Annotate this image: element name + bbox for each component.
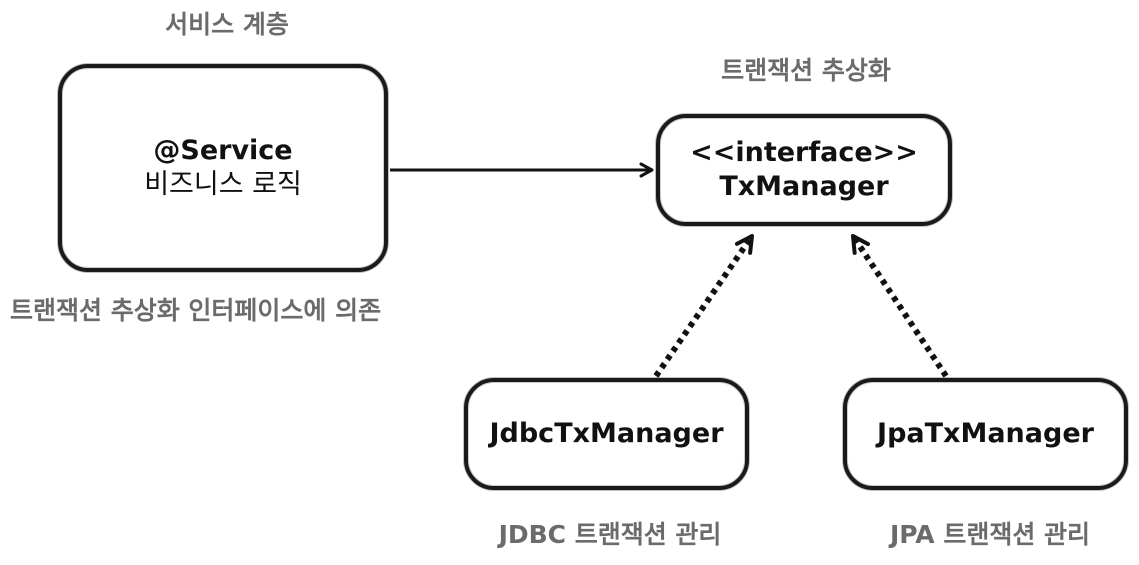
jpa-tx-caption: JPA 트랜잭션 관리 xyxy=(889,520,1091,549)
tx-abstraction-caption: 트랜잭션 추상화 xyxy=(721,56,891,85)
service-box: @Service 비즈니스 로직 xyxy=(58,64,388,272)
interface-stereotype-label: <<interface>> xyxy=(690,137,918,168)
service-annotation-label: @Service xyxy=(153,135,293,166)
jdbc-txmanager-label: JdbcTxManager xyxy=(489,418,724,449)
txmanager-interface-box: <<interface>> TxManager xyxy=(656,114,952,226)
jpa-implements-arrow xyxy=(850,234,949,378)
business-logic-label: 비즈니스 로직 xyxy=(144,169,302,200)
service-layer-caption: 서비스 계층 xyxy=(165,10,289,39)
jpa-txmanager-label: JpaTxManager xyxy=(877,418,1094,449)
depends-on-interface-caption: 트랜잭션 추상화 인터페이스에 의존 xyxy=(10,296,382,325)
jdbc-txmanager-box: JdbcTxManager xyxy=(464,378,749,490)
jdbc-tx-caption: JDBC 트랜잭션 관리 xyxy=(498,520,722,549)
txmanager-label: TxManager xyxy=(719,171,889,202)
jpa-txmanager-box: JpaTxManager xyxy=(843,378,1128,490)
jdbc-implements-arrow xyxy=(653,234,755,378)
